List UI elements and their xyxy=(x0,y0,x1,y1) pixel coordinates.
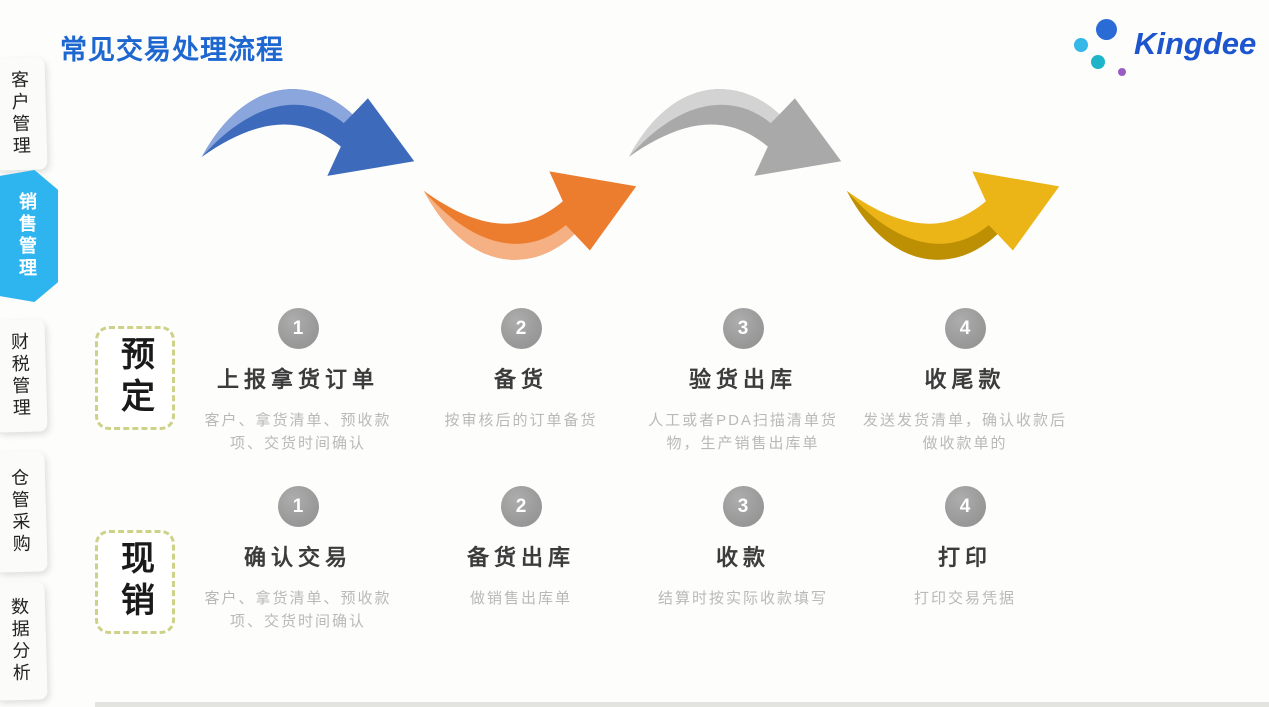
step-description: 人工或者PDA扫描清单货物，生产销售出库单 xyxy=(648,412,838,453)
flow-step: 4 收尾款 发送发货清单，确认收款后做收款单的 xyxy=(850,308,1080,456)
page-title: 常见交易处理流程 xyxy=(60,35,284,65)
logo-wordmark: Kingdee xyxy=(1134,26,1257,61)
step-title: 收尾款 xyxy=(924,367,1006,392)
step-title: 打印 xyxy=(937,545,992,570)
flow-arrow-blue-icon xyxy=(201,89,415,176)
step-number-badge: 3 xyxy=(722,486,764,527)
sidebar-item-finance-tax-management[interactable]: 财税管理 xyxy=(0,319,48,433)
step-description: 打印交易凭据 xyxy=(913,590,1016,607)
flow-arrow-orange-icon xyxy=(423,171,637,260)
logo-dot-blue-icon xyxy=(1096,19,1117,40)
flow-step: 2 备货 按审核后的订单备货 xyxy=(406,308,636,432)
flow-step: 3 收款 结算时按实际收款填写 xyxy=(628,486,858,610)
step-description: 客户、拿货清单、预收款项、交货时间确认 xyxy=(204,590,392,631)
logo-dot-purple-icon xyxy=(1118,68,1126,76)
flow-step: 3 验货出库 人工或者PDA扫描清单货物，生产销售出库单 xyxy=(628,308,858,456)
flow-arrow-gray-icon xyxy=(628,89,842,176)
step-number-badge: 1 xyxy=(277,308,319,349)
flow-step: 2 备货出库 做销售出库单 xyxy=(406,486,636,610)
step-number-badge: 3 xyxy=(722,308,764,349)
step-title: 备货 xyxy=(493,367,548,392)
step-number-badge: 2 xyxy=(500,308,542,349)
flow-step: 1 上报拿货订单 客户、拿货清单、预收款项、交货时间确认 xyxy=(183,308,413,456)
flow-arrow-yellow-icon xyxy=(846,171,1060,260)
step-title: 上报拿货订单 xyxy=(216,367,379,392)
sidebar-item-data-analysis[interactable]: 数据分析 xyxy=(0,581,48,701)
step-number-badge: 4 xyxy=(944,308,986,349)
sidebar-item-sales-management[interactable]: 销售管理 xyxy=(0,170,58,302)
step-title: 备货出库 xyxy=(466,545,575,570)
step-title: 确认交易 xyxy=(243,545,352,570)
step-number-badge: 2 xyxy=(500,486,542,527)
flow-step: 4 打印 打印交易凭据 xyxy=(850,486,1080,610)
kingdee-logo: Kingdee xyxy=(1072,16,1256,78)
step-description: 发送发货清单，确认收款后做收款单的 xyxy=(862,412,1067,453)
step-number-badge: 1 xyxy=(277,486,319,527)
step-description: 按审核后的订单备货 xyxy=(444,412,598,429)
step-number-badge: 4 xyxy=(944,486,986,527)
step-description: 客户、拿货清单、预收款项、交货时间确认 xyxy=(204,412,392,453)
row-label-reservation: 预定 xyxy=(95,326,175,430)
step-description: 做销售出库单 xyxy=(469,590,572,607)
logo-dot-cyan-icon xyxy=(1074,38,1088,52)
sidebar-item-warehouse-procurement[interactable]: 仓管采购 xyxy=(0,451,48,573)
flow-step: 1 确认交易 客户、拿货清单、预收款项、交货时间确认 xyxy=(183,486,413,634)
sidebar-item-customer-management[interactable]: 客户管理 xyxy=(0,57,48,171)
step-title: 收款 xyxy=(715,545,770,570)
step-title: 验货出库 xyxy=(688,367,797,392)
step-description: 结算时按实际收款填写 xyxy=(657,590,828,607)
logo-dot-teal-icon xyxy=(1091,55,1105,69)
bottom-edge-line xyxy=(95,702,1269,707)
row-label-cash-sale: 现销 xyxy=(95,530,175,634)
